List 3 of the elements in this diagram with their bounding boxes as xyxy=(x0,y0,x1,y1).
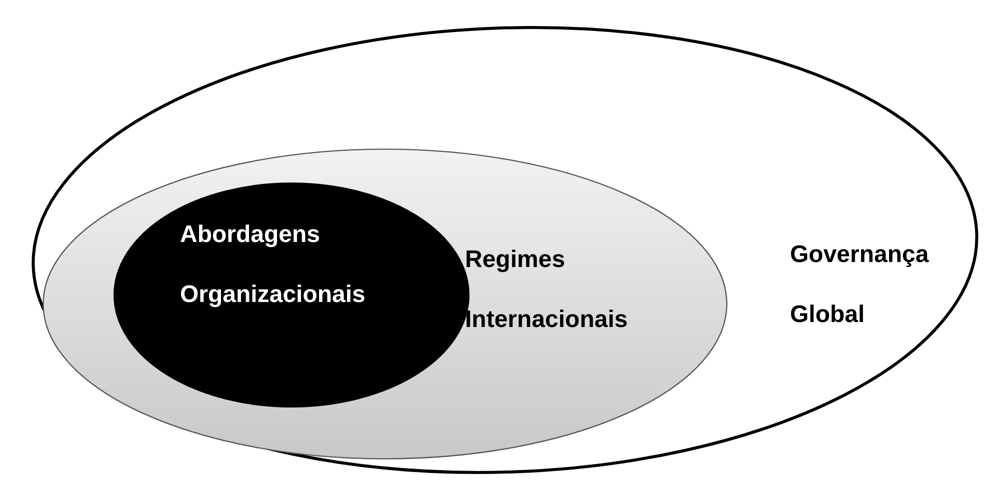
ellipse-label: Regimes Internacionais xyxy=(465,245,629,335)
ellipse-label: Abordagens Organizacionais xyxy=(180,220,366,310)
ellipse-label: Governança Global xyxy=(790,240,930,330)
